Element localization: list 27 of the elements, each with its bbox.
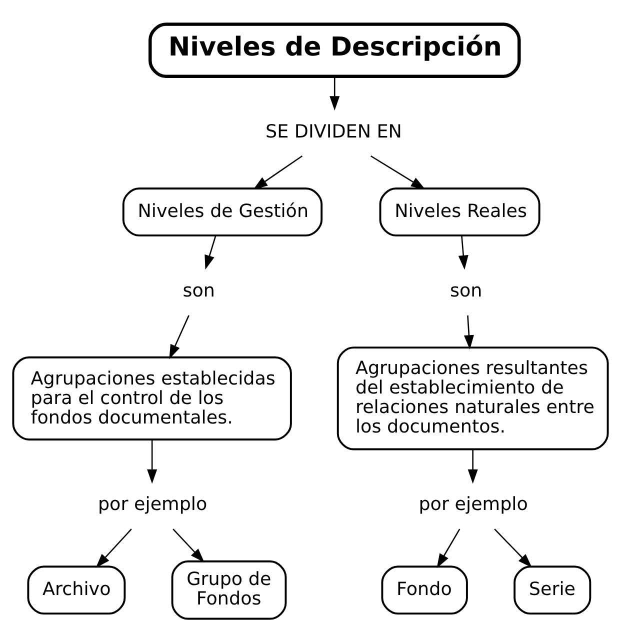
node-text: SE DIVIDEN EN [266,120,402,142]
node-box: Agrupaciones establecidas para el control de los fondos documentales. [12,356,292,440]
arrow [172,528,204,562]
node-text: son [182,280,215,301]
node-text: son [450,280,482,301]
arrow [330,76,340,110]
node-box: Niveles de Descripción [148,22,521,78]
arrow [204,234,216,270]
node-box: Agrupaciones resultantes del establecimiento de relaciones naturales entre los documentos. [336,346,609,450]
arrow [147,439,158,484]
node-box: Fondo [381,565,468,614]
arrow [468,448,478,484]
arrow [464,314,474,350]
node-box: Grupo de Fondos [171,560,287,620]
node-box: Archivo [27,565,126,614]
node-text: por ejemplo [418,494,528,515]
arrow [436,528,460,568]
node-text: por ejemplo [98,494,208,515]
node-box: Niveles Reales [379,187,540,236]
arrow [253,154,303,190]
arrow [169,314,190,359]
arrow [494,528,532,568]
node-box: Niveles de Gestión [122,187,323,236]
node-box: Serie [514,565,592,614]
arrow [458,234,468,270]
arrow [370,154,426,189]
arrow [96,528,132,568]
